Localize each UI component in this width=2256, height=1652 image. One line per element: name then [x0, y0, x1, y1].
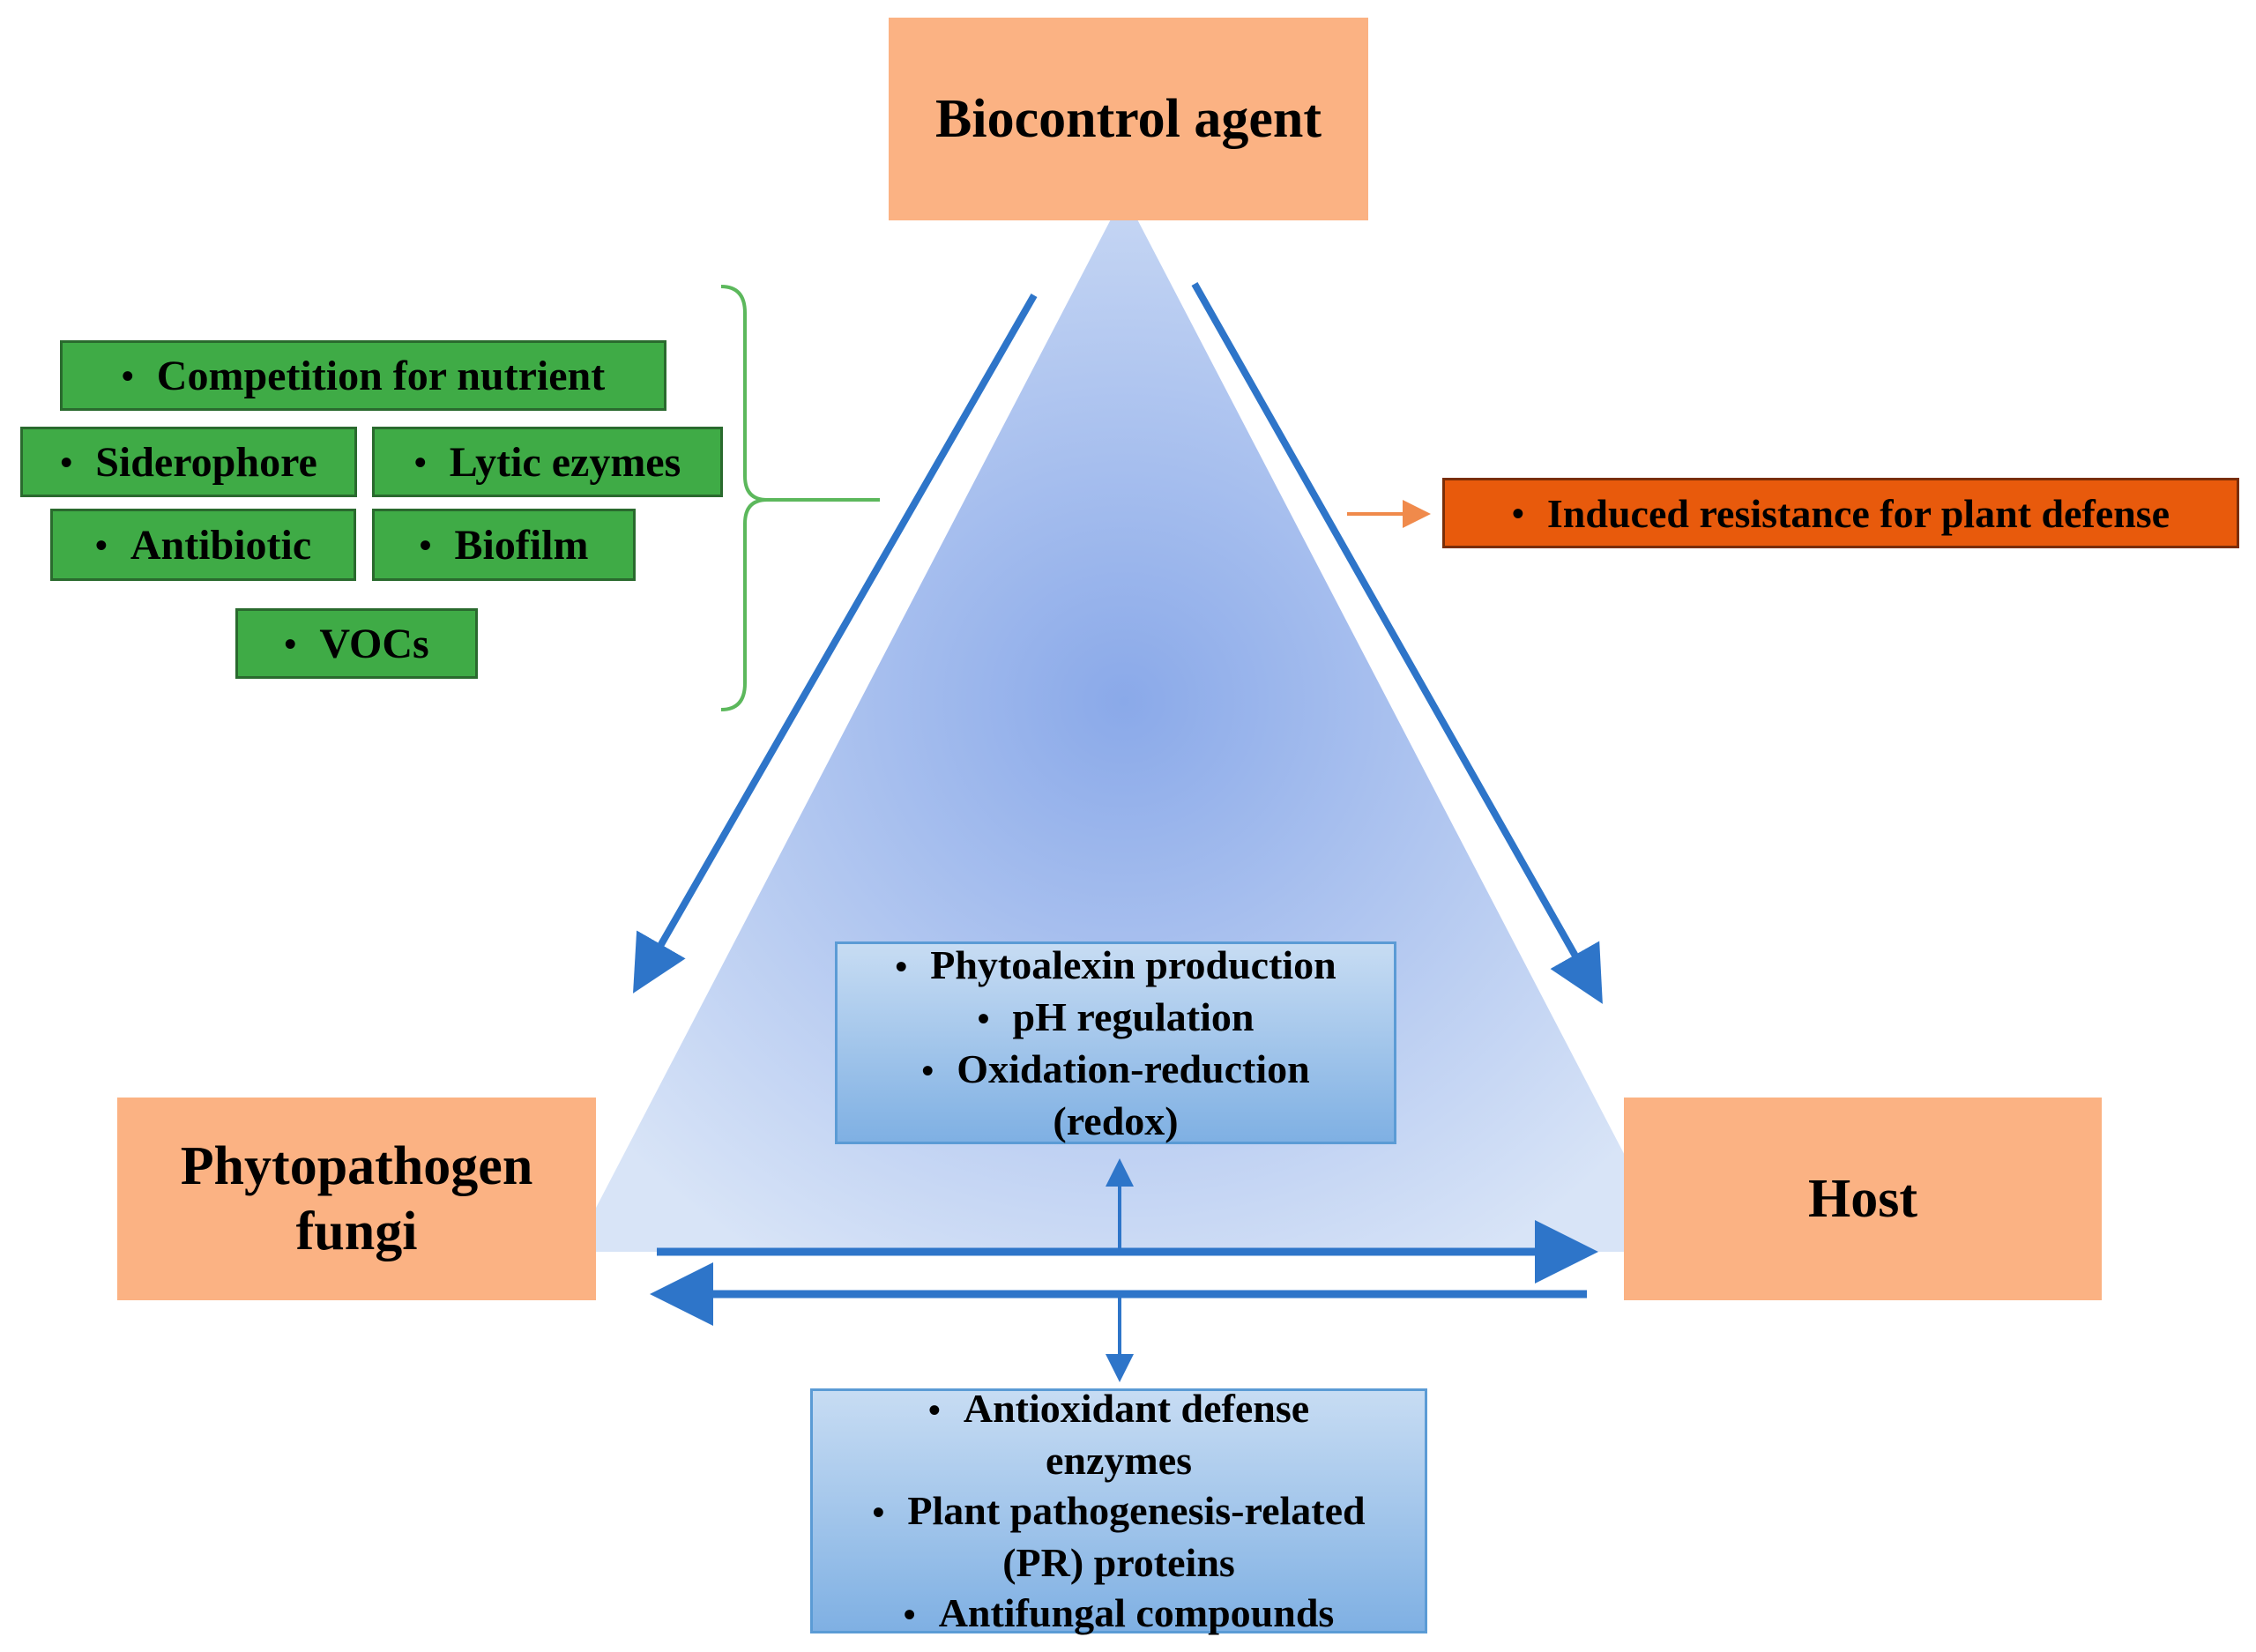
bullet-icon: •	[1511, 493, 1524, 533]
induced-resistance-box: • Induced resistance for plant defense	[1442, 478, 2239, 548]
upper-box-line4: (redox)	[1053, 1098, 1179, 1143]
upper-box-line3: Oxidation-reduction	[957, 1046, 1310, 1091]
mechanism-siderophore-label: Siderophore	[95, 438, 317, 486]
mechanism-lytic-enzymes: • Lytic ezymes	[372, 427, 723, 497]
lower-box-line5: Antifungal compounds	[938, 1589, 1335, 1635]
bullet-icon: •	[284, 623, 297, 664]
bullet-icon: •	[419, 525, 432, 565]
node-phytopathogen-label-line2: fungi	[295, 1202, 418, 1261]
bullet-icon: •	[895, 947, 908, 986]
upper-box-line1: Phytoalexin production	[930, 942, 1336, 987]
node-host: Host	[1624, 1098, 2102, 1300]
bullet-icon: •	[413, 442, 427, 482]
bullet-icon: •	[872, 1492, 885, 1532]
lower-box-item-antifungal: • Antifungal compounds	[904, 1588, 1335, 1640]
induced-resistance-label: Induced resistance for plant defense	[1546, 490, 2170, 536]
mechanisms-bracket	[720, 285, 880, 711]
upper-box-item-phytoalexin: • Phytoalexin production	[895, 940, 1336, 992]
node-phytopathogen-label-line1: Phytopathogen	[180, 1136, 533, 1196]
bullet-icon: •	[921, 1051, 934, 1090]
mechanism-vocs-label: VOCs	[319, 620, 429, 667]
lower-box-item-pr-proteins: • Plant pathogenesis-related	[872, 1485, 1365, 1537]
arrow-biocontrol-to-host	[1191, 282, 1603, 1004]
host-response-box-upper: • Phytoalexin production • pH regulation •…	[835, 941, 1396, 1144]
node-biocontrol-agent-label: Biocontrol agent	[935, 89, 1322, 149]
mechanism-lytic-enzymes-label: Lytic ezymes	[449, 438, 681, 486]
mechanism-biofilm: • Biofilm	[372, 509, 636, 581]
upper-box-line2: pH regulation	[1012, 994, 1255, 1039]
bullet-icon: •	[903, 1594, 916, 1634]
mechanism-antibiotic: • Antibiotic	[50, 509, 356, 581]
bullet-icon: •	[927, 1389, 941, 1430]
mechanism-antibiotic-label: Antibiotic	[130, 521, 312, 569]
mechanism-siderophore: • Siderophore	[20, 427, 357, 497]
bullet-icon: •	[94, 525, 108, 565]
upper-box-item-redox: • Oxidation-reduction	[921, 1044, 1309, 1096]
node-host-label: Host	[1808, 1169, 1917, 1229]
lower-box-line3: Plant pathogenesis-related	[907, 1487, 1366, 1533]
lower-box-line1: Antioxidant defense	[963, 1385, 1310, 1431]
arrow-biocontrol-to-pathogen	[633, 294, 1038, 993]
lower-box-line4: (PR) proteins	[1002, 1539, 1235, 1585]
upper-box-item-ph: • pH regulation	[978, 992, 1255, 1044]
mechanism-competition-label: Competition for nutrient	[156, 352, 606, 399]
node-phytopathogen-fungi: Phytopathogen fungi	[117, 1098, 596, 1300]
bullet-icon: •	[121, 355, 134, 396]
bullet-icon: •	[977, 999, 990, 1038]
lower-box-line2: enzymes	[1045, 1437, 1193, 1483]
lower-box-item-antioxidant: • Antioxidant defense	[928, 1383, 1309, 1435]
mechanism-vocs: • VOCs	[235, 608, 478, 679]
mechanism-competition: • Competition for nutrient	[60, 340, 666, 411]
host-response-box-lower: • Antioxidant defense enzymes • Plant path…	[810, 1386, 1427, 1635]
node-biocontrol-agent: Biocontrol agent	[889, 18, 1368, 220]
bullet-icon: •	[60, 442, 73, 482]
mechanism-biofilm-label: Biofilm	[454, 521, 589, 569]
